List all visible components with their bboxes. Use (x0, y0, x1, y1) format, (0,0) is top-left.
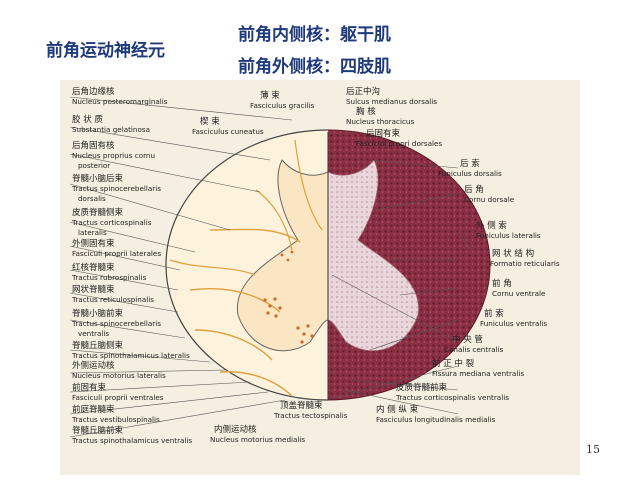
label-la: Tractus spinocerebellaris (71, 319, 161, 328)
label-la: Nucleus proprius cornu (72, 151, 155, 160)
subtitle-lateral-nucleus: 前角外侧核：四肢肌 (238, 57, 391, 77)
label-zh: 前固有束 (72, 382, 107, 393)
label-la: Sulcus medianus dorsalis (346, 97, 437, 106)
label-la: Fasciculi proprii ventrales (72, 393, 164, 402)
label-zh: 外 侧 索 (476, 220, 507, 231)
label-la: Fissura mediana ventralis (432, 369, 524, 378)
label-la: Cornu dorsale (464, 195, 515, 204)
label-zh: 顶盖脊髓束 (280, 400, 323, 411)
label-la: Tractus rubrospinalis (71, 273, 147, 282)
label-zh: 红核脊髓束 (72, 262, 115, 273)
label-zh: 后角边缘核 (72, 86, 115, 97)
label-zh: 胸 核 (356, 106, 376, 117)
page-number: 15 (586, 443, 600, 456)
label-la: Tractus corticospinalis (71, 218, 152, 227)
label-zh: 外侧运动核 (72, 360, 115, 371)
label-zh: 后 角 (464, 184, 484, 195)
label-zh: 后 索 (460, 158, 480, 169)
left-leader-lines (69, 96, 293, 438)
label-la: dorsalis (78, 194, 106, 203)
label-la: Nucleus posteromarginalis (72, 97, 168, 106)
label-zh: 脊髓丘脑侧束 (72, 340, 124, 351)
label-zh: 前 正 中 裂 (432, 358, 475, 369)
stained-section-right-half (328, 129, 491, 401)
label-la: Fasciculi propri dorsales (356, 139, 442, 148)
label-zh: 中 央 管 (452, 334, 483, 345)
label-la: Funiculus lateralis (476, 231, 541, 240)
label-la: Tractus spinocerebellaris (71, 184, 161, 193)
top-labels: 楔 束 Fasciculus cuneatus 薄 束 Fasciculus g… (192, 86, 442, 148)
label-la: Fasciculi proprii laterales (72, 249, 161, 258)
subtitle-medial-nucleus: 前角内侧核：躯干肌 (238, 25, 391, 45)
label-zh: 脊髓小脑前束 (72, 308, 124, 319)
label-la: Substantia gelatinosa (72, 125, 150, 134)
spinal-cord-figure: 后角边缘核 Nucleus posteromarginalis 胶 状 质 Su… (60, 80, 580, 475)
right-labels: 后 索 Funiculus dorsalis 后 角 Cornu dorsale… (376, 158, 560, 424)
label-la: Tractus vestibulospinalis (71, 415, 160, 424)
label-zh: 后角固有核 (72, 140, 115, 151)
label-la: lateralis (78, 228, 107, 237)
label-la: Fasciculus longitudinalis medialis (376, 415, 495, 424)
label-zh: 前庭脊髓束 (72, 404, 115, 415)
label-la: posterior (78, 161, 110, 170)
label-zh: 胶 状 质 (72, 114, 103, 125)
label-zh: 脊髓小脑后束 (72, 173, 124, 184)
label-zh: 楔 束 (200, 116, 220, 127)
label-zh: 后正中沟 (346, 86, 380, 97)
label-la: Tractus corticospinalis ventralis (395, 393, 509, 402)
label-zh: 前 索 (484, 308, 504, 319)
label-zh: 后固有束 (366, 128, 401, 139)
label-la: Funiculus dorsalis (438, 169, 502, 178)
label-la: Cornu ventrale (492, 289, 546, 298)
label-zh: 网 状 结 构 (492, 248, 534, 259)
label-zh: 皮质脊髓前束 (396, 382, 448, 393)
bottom-labels: 顶盖脊髓束 Tractus tectospinalis 内侧运动核 Nucleu… (210, 400, 348, 444)
label-la: Tractus tectospinalis (273, 411, 348, 420)
label-la: Fasciculus cuneatus (192, 127, 264, 136)
label-zh: 薄 束 (260, 90, 280, 101)
label-zh: 脊髓丘脑前束 (72, 425, 124, 436)
label-zh: 前 角 (492, 278, 512, 289)
label-zh: 内 侧 纵 束 (376, 404, 419, 415)
label-zh: 外侧固有束 (72, 238, 115, 249)
label-la: Tractus spinothalamicus ventralis (71, 436, 192, 445)
label-la: Funiculus ventralis (480, 319, 547, 328)
right-leader-lines (331, 159, 471, 415)
label-la: Nucleus motorius medialis (210, 435, 305, 444)
label-la: Canalis centralis (444, 345, 504, 354)
label-la: Tractus reticulospinalis (71, 295, 154, 304)
label-la: Fasciculus gracilis (250, 101, 315, 110)
schematic-left-half (165, 129, 328, 401)
label-zh: 网状脊髓束 (72, 284, 115, 295)
spinal-cord-cross-section: 后角边缘核 Nucleus posteromarginalis 胶 状 质 Su… (69, 86, 560, 445)
label-zh: 皮质脊髓侧束 (72, 207, 124, 218)
label-zh: 内侧运动核 (214, 424, 257, 435)
label-la: Nucleus thoracicus (346, 117, 414, 126)
label-la: Tractus spinothalamicus lateralis (71, 351, 190, 360)
left-labels: 后角边缘核 Nucleus posteromarginalis 胶 状 质 Su… (71, 86, 192, 445)
label-la: ventralis (78, 329, 109, 338)
slide-title: 前角运动神经元 (46, 41, 165, 61)
label-la: Nucleus motorius lateralis (72, 371, 166, 380)
label-la: Formatio reticularis (490, 259, 560, 268)
